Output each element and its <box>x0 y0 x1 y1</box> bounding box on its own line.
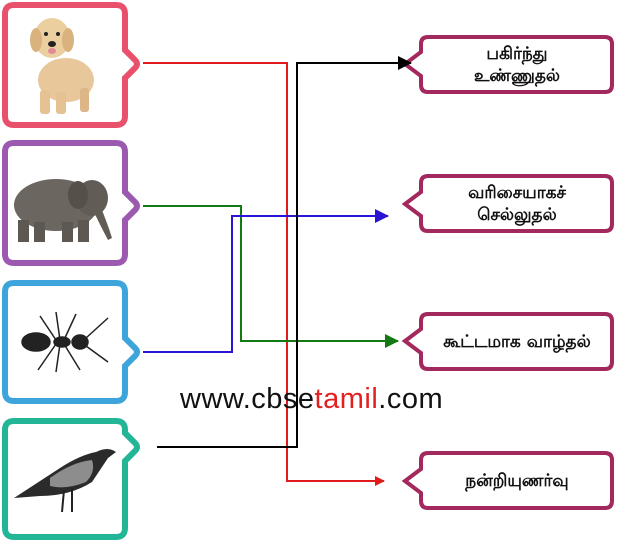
ant-icon <box>21 311 109 373</box>
label-box <box>401 312 614 371</box>
connector-elephant <box>143 205 399 348</box>
elephant-icon <box>14 179 112 242</box>
label-queue: வரிசையாகச்செல்லுதல் <box>424 177 610 231</box>
label-gratitude: நன்றியுணர்வு <box>424 454 610 508</box>
ant-box <box>2 280 140 404</box>
crow-icon <box>14 449 116 513</box>
connector-dog <box>143 62 385 486</box>
label-box <box>401 174 614 233</box>
watermark-prefix: www.cbse <box>180 383 315 415</box>
label-text: பகிர்ந்து <box>486 44 548 64</box>
label-text: நன்றியுணர்வு <box>465 471 569 491</box>
watermark-suffix: .com <box>378 383 444 415</box>
label-text: வரிசையாகச் <box>468 183 566 203</box>
label-text: செல்லுதல் <box>477 205 557 225</box>
connector-crow <box>157 56 412 448</box>
label-sharing: பகிர்ந்துஉண்ணுதல் <box>424 38 610 92</box>
connector-ant <box>143 209 389 353</box>
label-group-living: கூட்டமாக வாழ்தல் <box>424 315 610 369</box>
watermark-highlight: tamil <box>314 383 379 415</box>
label-text: கூட்டமாக வாழ்தல் <box>443 332 591 352</box>
label-box <box>401 35 614 94</box>
watermark: www.cbsetamil.com <box>180 383 443 416</box>
label-text: உண்ணுதல் <box>473 66 561 86</box>
dog-icon <box>30 18 94 114</box>
label-box <box>401 451 614 510</box>
